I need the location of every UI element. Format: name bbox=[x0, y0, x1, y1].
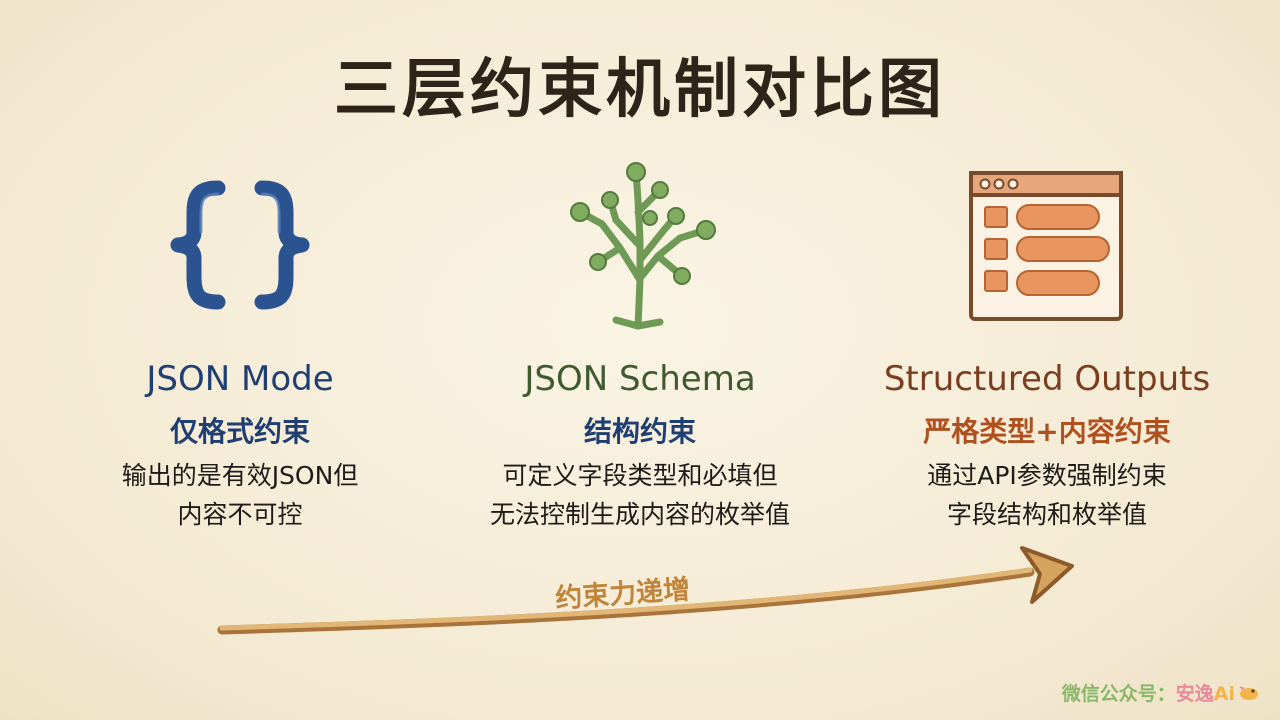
watermark-ai: Ai bbox=[1213, 683, 1235, 705]
watermark: 微信公众号：安逸Ai bbox=[1062, 679, 1260, 706]
json-schema-heading: JSON Schema bbox=[524, 359, 756, 399]
column-json-mode: JSON Mode 仅格式约束 输出的是有效JSON但 内容不可控 bbox=[40, 160, 440, 534]
curly-braces-icon bbox=[40, 160, 440, 330]
json-mode-desc-line: 内容不可控 bbox=[177, 500, 303, 529]
watermark-name: 安逸 bbox=[1175, 683, 1214, 705]
json-mode-heading: JSON Mode bbox=[146, 359, 334, 399]
structured-outputs-desc-line: 通过API参数强制约束 bbox=[927, 461, 1167, 490]
structured-outputs-subtitle: 严格类型+内容约束 bbox=[923, 415, 1171, 448]
structured-outputs-description: 通过API参数强制约束 字段结构和枚举值 bbox=[847, 456, 1247, 534]
json-mode-subtitle: 仅格式约束 bbox=[169, 415, 310, 448]
json-schema-desc-line: 无法控制生成内容的枚举值 bbox=[489, 500, 790, 529]
structured-outputs-heading: Structured Outputs bbox=[883, 359, 1211, 399]
watermark-prefix: 微信公众号： bbox=[1061, 683, 1176, 705]
structured-form-window-icon bbox=[847, 160, 1247, 330]
json-mode-description: 输出的是有效JSON但 内容不可控 bbox=[40, 456, 440, 534]
json-schema-subtitle: 结构约束 bbox=[583, 415, 696, 448]
column-structured-outputs: Structured Outputs 严格类型+内容约束 通过API参数强制约束… bbox=[847, 160, 1247, 534]
json-schema-desc-line: 可定义字段类型和必填但 bbox=[502, 461, 778, 490]
tree-icon bbox=[440, 160, 840, 330]
bird-icon bbox=[1238, 683, 1260, 706]
page-title: 三层约束机制对比图 bbox=[334, 53, 946, 127]
json-schema-description: 可定义字段类型和必填但 无法控制生成内容的枚举值 bbox=[440, 456, 840, 534]
json-mode-desc-line: 输出的是有效JSON但 bbox=[121, 461, 359, 490]
column-json-schema: JSON Schema 结构约束 可定义字段类型和必填但 无法控制生成内容的枚举… bbox=[440, 160, 840, 534]
arrow-label: 约束力递增 bbox=[554, 574, 692, 615]
structured-outputs-desc-line: 字段结构和枚举值 bbox=[946, 500, 1147, 529]
